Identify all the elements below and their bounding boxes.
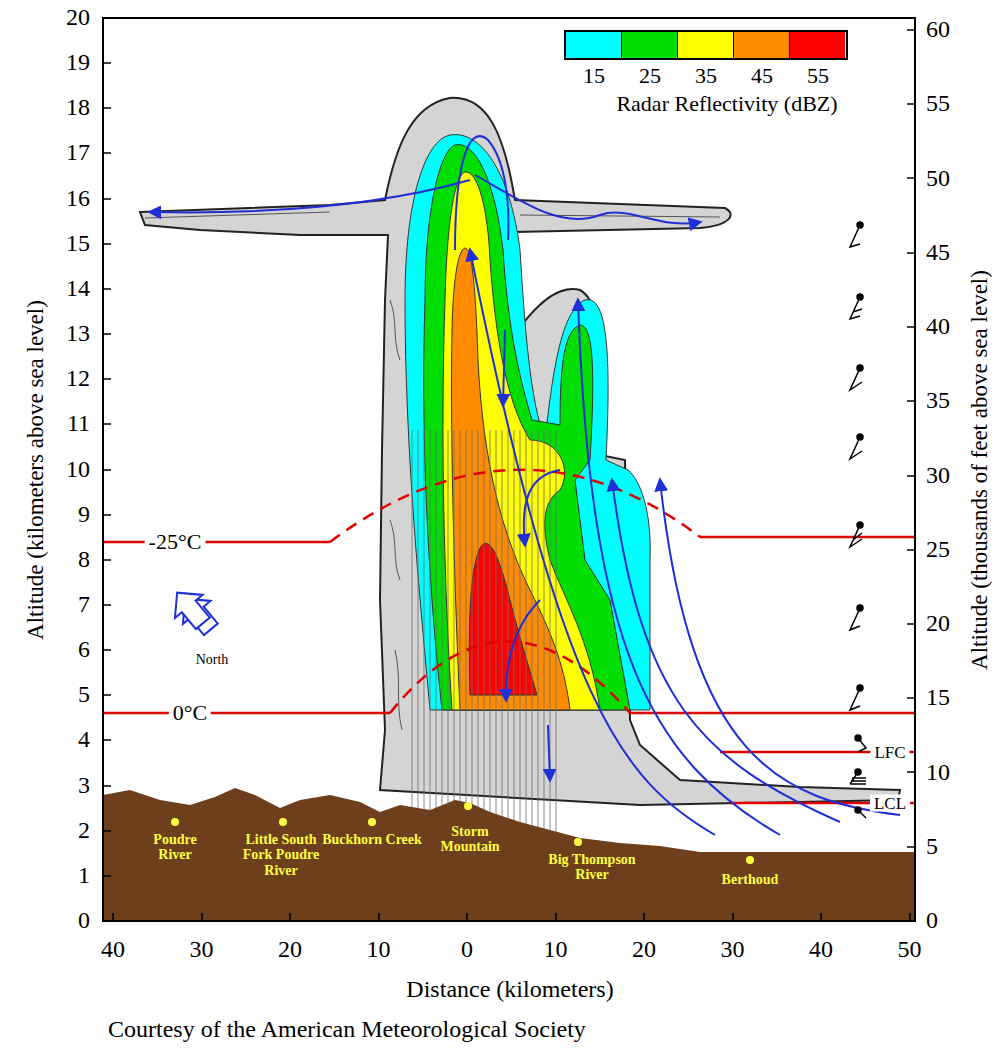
level-label: LFC	[870, 744, 909, 761]
legend-swatch	[790, 32, 845, 58]
axis-tick-label: 19	[66, 49, 90, 77]
axis-tick-label: 10	[367, 936, 391, 964]
axis-tick-label: 17	[66, 140, 90, 168]
axis-tick-label: 20	[278, 936, 302, 964]
axis-tick-label: 0	[926, 907, 938, 935]
legend-swatch	[678, 32, 734, 58]
north-arrow	[163, 581, 224, 641]
axis-tick-label: 13	[66, 320, 90, 348]
legend-value: 35	[695, 63, 717, 88]
airflow-streamlines	[150, 136, 900, 835]
axis-tick-label: 30	[721, 936, 745, 964]
axis-tick-label: 35	[926, 387, 950, 415]
axis-title: Distance (kilometers)	[406, 976, 613, 1004]
wind-barbs	[850, 222, 866, 818]
place-name: Little South Fork Poudre River	[236, 832, 326, 878]
axis-tick-label: 20	[632, 936, 656, 964]
axis-tick-label: 5	[926, 833, 938, 861]
axis-tick-label: 0	[78, 907, 90, 935]
axis-tick-label: 40	[101, 936, 125, 964]
caption: Courtesy of the American Meteorological …	[108, 1016, 586, 1044]
place-name: Poudre River	[144, 832, 206, 863]
axis-tick-label: 18	[66, 95, 90, 123]
plot-frame	[103, 18, 915, 921]
legend-value: 25	[639, 63, 661, 88]
axis-title: Altitude (kilometers above sea level)	[23, 300, 49, 640]
place-name: Big Thompson River	[538, 852, 646, 883]
axis-tick-label: 40	[809, 936, 833, 964]
axis-tick-label: 3	[78, 772, 90, 800]
place-name: Buckhorn Creek	[312, 832, 432, 847]
legend-title: Radar Reflectivity (dBZ)	[616, 91, 837, 116]
axis-tick-label: 12	[66, 365, 90, 393]
axis-tick-label: 14	[66, 275, 90, 303]
isotherm-lines	[103, 470, 915, 803]
axis-tick-label: 30	[926, 462, 950, 490]
axis-tick-label: 40	[926, 313, 950, 341]
place-name: Storm Mountain	[432, 824, 508, 855]
legend-swatch	[622, 32, 678, 58]
isotherm-label: 0°C	[169, 702, 211, 724]
reflectivity-55	[469, 543, 537, 695]
axis-tick-label: 45	[926, 239, 950, 267]
axis-tick-label: 0	[461, 936, 473, 964]
terrain	[103, 788, 915, 921]
legend-swatch	[734, 32, 790, 58]
axis-tick-label: 50	[898, 936, 922, 964]
axis-tick-label: 10	[544, 936, 568, 964]
axis-tick-label: 15	[926, 684, 950, 712]
legend-value: 55	[807, 63, 829, 88]
level-label: LCL	[870, 795, 910, 812]
legend-value: 45	[751, 63, 773, 88]
axis-tick-label: 50	[926, 165, 950, 193]
axis-tick-label: 20	[66, 4, 90, 32]
axis-tick-label: 7	[78, 591, 90, 619]
precipitation-shafts	[412, 430, 556, 840]
axis-tick-label: 1	[78, 862, 90, 890]
axis-tick-label: 8	[78, 546, 90, 574]
axis-tick-label: 20	[926, 610, 950, 638]
isotherm-label: -25°C	[145, 531, 206, 553]
axis-tick-label: 16	[66, 185, 90, 213]
compass-label: North	[196, 652, 229, 668]
axis-tick-label: 30	[190, 936, 214, 964]
axis-tick-label: 15	[66, 230, 90, 258]
place-name: Berthoud	[700, 872, 800, 887]
axis-title: Altitude (thousands of feet above sea le…	[967, 270, 993, 670]
axis-tick-label: 25	[926, 536, 950, 564]
axis-tick-label: 9	[78, 501, 90, 529]
legend-value: 15	[583, 63, 605, 88]
axis-tick-label: 10	[926, 759, 950, 787]
axis-tick-label: 2	[78, 817, 90, 845]
axis-tick-label: 4	[78, 727, 90, 755]
axis-ticks	[103, 18, 915, 921]
axis-tick-label: 60	[926, 16, 950, 44]
axis-tick-label: 6	[78, 636, 90, 664]
axis-tick-label: 55	[926, 90, 950, 118]
reflectivity-35	[443, 172, 600, 710]
legend-swatch	[566, 32, 622, 58]
axis-tick-label: 10	[66, 456, 90, 484]
axis-tick-label: 11	[67, 411, 90, 439]
axis-tick-label: 5	[78, 681, 90, 709]
